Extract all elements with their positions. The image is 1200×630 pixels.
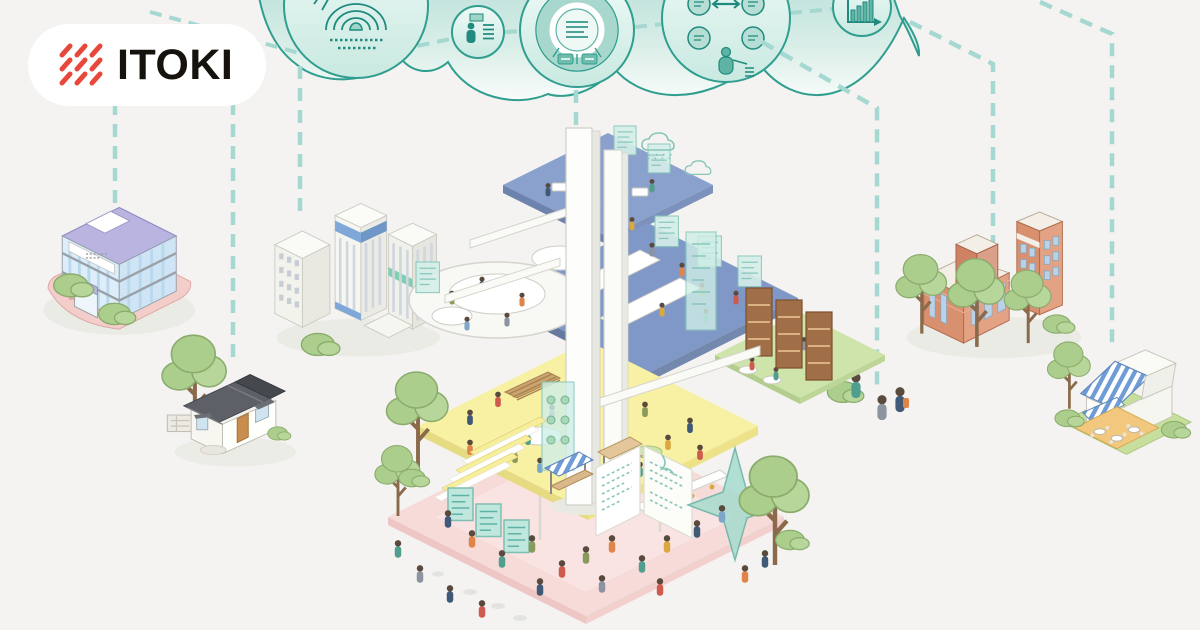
- columns: [550, 127, 629, 515]
- central-hub: [373, 125, 885, 624]
- presenter-icon: [451, 5, 505, 59]
- visitors: [826, 373, 909, 421]
- weather-doodle: [641, 132, 675, 160]
- glass-panel: [685, 231, 717, 331]
- exchange-icon: [661, 0, 791, 83]
- cloud: [149, 0, 921, 101]
- line-to-cafe: [1039, 0, 1115, 346]
- glass-board: [541, 381, 575, 471]
- line-to-visitors: [760, 40, 880, 385]
- line-to-school: [908, 19, 996, 246]
- weather-doodle: [684, 160, 712, 176]
- display-walls: [595, 445, 693, 539]
- itoki-logo-text: ITOKI: [117, 40, 234, 89]
- amphitheater-icon: [283, 0, 429, 79]
- itoki-logo: ITOKI: [28, 24, 266, 106]
- growth-chart-icon: [832, 0, 892, 37]
- school: [894, 211, 1082, 359]
- city-buildings: [273, 202, 440, 357]
- lab-wing: [408, 261, 586, 339]
- connection-lines: [112, 0, 1115, 385]
- ring-diagram-icon: [519, 0, 635, 88]
- bookshelf: [745, 287, 833, 381]
- house: [162, 335, 297, 467]
- wood-stairs: [503, 371, 562, 401]
- cafe: [1046, 340, 1193, 455]
- itoki-logo-mark: [59, 43, 103, 86]
- office-building: [43, 206, 196, 335]
